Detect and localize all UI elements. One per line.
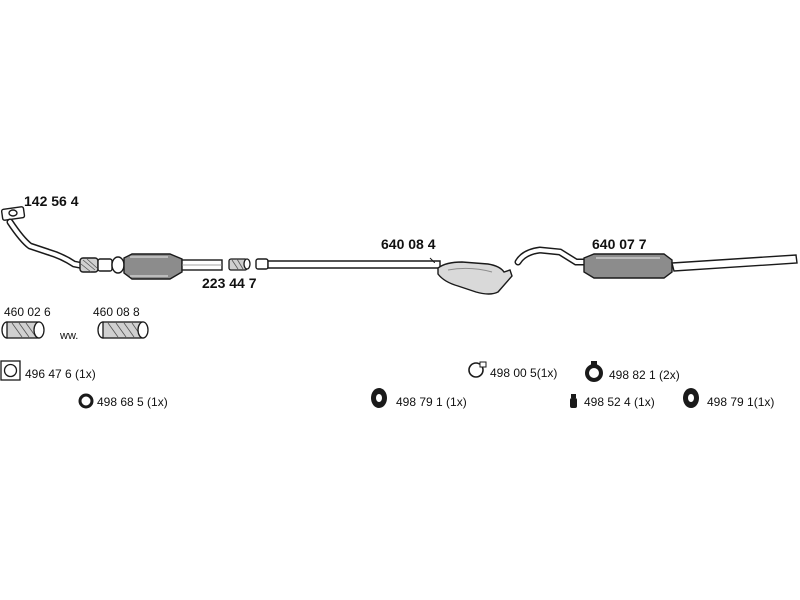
clamp-ring-label: 498 00 5(1x) <box>490 366 558 380</box>
catalytic-converter <box>111 253 223 280</box>
repair-pipe-right-label: 460 08 8 <box>93 305 140 319</box>
repair-pipe-right <box>97 321 149 339</box>
gasket-label: 496 47 6 (1x) <box>25 367 96 381</box>
rear-silencer <box>514 246 798 279</box>
front-pipe <box>0 206 113 273</box>
middle-silencer <box>255 257 513 295</box>
rear-silencer-label: 640 07 7 <box>592 236 647 252</box>
connector-pipe <box>228 258 251 271</box>
repair-pipe-left-label: 460 02 6 <box>4 305 51 319</box>
rubber-ring-label: 498 82 1 (2x) <box>609 368 680 382</box>
ww-label: ww. <box>60 330 79 342</box>
bolt-icon <box>570 394 577 408</box>
clamp-ring-icon <box>468 361 487 378</box>
hanger-middle-label: 498 79 1 (1x) <box>396 395 467 409</box>
hanger-middle-icon <box>371 388 387 408</box>
gasket-icon <box>0 360 21 381</box>
ring-icon <box>78 393 94 409</box>
hanger-right-label: 498 79 1(1x) <box>707 395 775 409</box>
connector-pipe-label: 223 44 7 <box>202 275 257 291</box>
hanger-right-icon <box>683 388 699 408</box>
front-pipe-label: 142 56 4 <box>24 193 79 209</box>
rubber-ring-icon <box>585 361 603 382</box>
ring-label: 498 68 5 (1x) <box>97 395 168 409</box>
repair-pipe-left <box>1 321 45 339</box>
middle-silencer-label: 640 08 4 <box>381 236 436 252</box>
bolt-label: 498 52 4 (1x) <box>584 395 655 409</box>
